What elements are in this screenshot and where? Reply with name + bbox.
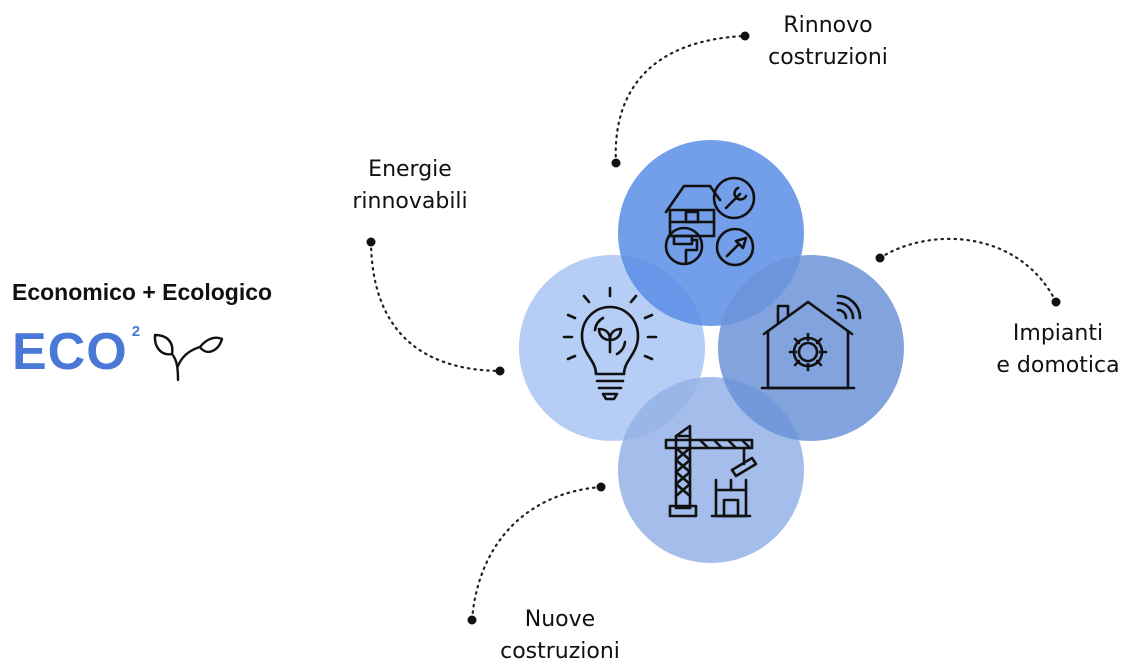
label-energie-line1: Energie — [368, 157, 452, 182]
renovation-icon — [664, 176, 756, 267]
label-impianti: Impianti e domotica — [978, 318, 1138, 382]
lightbulb-sprout-icon — [562, 286, 658, 401]
connector-energie — [369, 240, 502, 373]
label-rinnovo: Rinnovo costruzioni — [748, 10, 908, 74]
connector-dot — [596, 482, 606, 492]
connector-impianti — [878, 237, 1058, 304]
smart-home-icon — [760, 294, 862, 390]
sprout-icon — [153, 333, 224, 382]
label-nuove-line2: costruzioni — [500, 639, 620, 664]
connector-rinnovo — [614, 34, 747, 165]
brand-logo-superscript: 2 — [131, 323, 141, 340]
brand-tagline: Economico + Ecologico — [12, 279, 273, 305]
label-impianti-line1: Impianti — [1012, 321, 1104, 346]
connector-dot — [495, 366, 505, 376]
circle-impianti — [718, 255, 904, 441]
connector-dot — [875, 253, 885, 263]
label-nuove-line1: Nuove — [524, 607, 596, 632]
connector-dot — [467, 615, 477, 625]
label-energie: Energie rinnovabili — [330, 154, 490, 218]
label-rinnovo-line1: Rinnovo — [783, 13, 873, 38]
connector-dot — [611, 158, 621, 168]
label-rinnovo-line2: costruzioni — [768, 45, 888, 70]
brand-logo-word: ECO — [12, 323, 128, 381]
connector-nuove — [470, 485, 603, 622]
connector-dot — [1051, 297, 1061, 307]
brand-logo: ECO 2 — [12, 322, 224, 386]
label-nuove: Nuove costruzioni — [480, 604, 640, 668]
connector-dot — [740, 31, 750, 41]
label-impianti-line2: e domotica — [996, 353, 1120, 378]
crane-icon — [664, 424, 758, 518]
label-energie-line2: rinnovabili — [352, 189, 468, 214]
connector-dot — [366, 237, 376, 247]
